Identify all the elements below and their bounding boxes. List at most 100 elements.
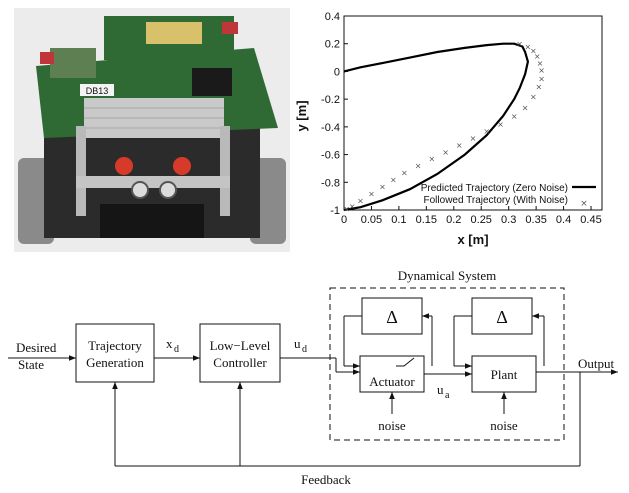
processor-chip xyxy=(192,68,232,96)
delta-block-plant xyxy=(471,297,533,335)
followed-trajectory-point: × xyxy=(401,169,408,178)
x-tick-label: 0.1 xyxy=(391,214,406,226)
followed-trajectory-point: × xyxy=(534,52,541,61)
delta-block-actuator xyxy=(361,297,423,335)
radio-module xyxy=(50,48,96,78)
followed-trajectory-point: × xyxy=(538,74,545,83)
lens-left xyxy=(131,181,149,199)
x-axis-label: x [m] xyxy=(457,232,488,247)
control-block-diagram: Desired State Trajectory Generation x d … xyxy=(8,268,618,487)
series-line-predicted xyxy=(343,42,530,212)
y-tick-label: -0.8 xyxy=(321,177,340,189)
frame-crossbar xyxy=(76,176,230,188)
ua-subscript: a xyxy=(445,390,450,401)
red-sensor-left xyxy=(115,157,133,175)
followed-trajectory-point: × xyxy=(530,47,537,56)
x-axis-ticks: 0 0.05 0.1 0.15 0.2 0.25 0.3 0.35 0.4 0.45 xyxy=(341,206,602,226)
followed-trajectory-point: × xyxy=(343,205,350,214)
followed-trajectory-point: × xyxy=(415,162,422,171)
followed-trajectory-point: × xyxy=(537,59,544,68)
legend-marker-followed: × xyxy=(580,199,588,209)
lens-right xyxy=(159,181,177,199)
legend-label-predicted: Predicted Trajectory (Zero Noise) xyxy=(421,183,568,194)
plot-area xyxy=(343,15,603,211)
xd-label: x xyxy=(166,336,173,351)
followed-trajectory-point: × xyxy=(470,134,477,143)
controller-label-1: Low−Level xyxy=(210,338,271,353)
followed-trajectory-point: × xyxy=(483,127,490,136)
frame-left-post xyxy=(76,126,86,216)
followed-trajectory-point: × xyxy=(379,182,386,191)
y-tick-label: -0.2 xyxy=(321,94,340,106)
legend-label-followed: Followed Trajectory (With Noise) xyxy=(424,195,568,206)
y-tick-label: 0 xyxy=(334,66,340,78)
delta-symbol-actuator: Δ xyxy=(386,307,398,327)
legend: Predicted Trajectory (Zero Noise) Follow… xyxy=(421,183,596,209)
x-tick-label: 0.35 xyxy=(525,214,546,226)
noise-label-plant: noise xyxy=(490,418,518,433)
followed-trajectory-point: × xyxy=(349,202,356,211)
x-tick-label: 0.3 xyxy=(501,214,516,226)
y-axis-ticks: 0.4 0.2 0 -0.2 -0.4 -0.6 -0.8 -1 xyxy=(321,11,348,217)
dynamical-system-label: Dynamical System xyxy=(398,268,497,283)
dynamical-system-boundary xyxy=(329,287,565,441)
saturation-icon xyxy=(396,357,415,367)
followed-trajectory-point: × xyxy=(497,120,504,129)
xd-subscript: d xyxy=(174,344,179,355)
followed-trajectory-point: × xyxy=(442,148,449,157)
followed-trajectory-point: × xyxy=(522,103,529,112)
x-tick-label: 0.2 xyxy=(446,214,461,226)
x-tick-label: 0.4 xyxy=(556,214,571,226)
trajectory-generation-label-2: Generation xyxy=(86,355,144,370)
plant-block xyxy=(471,355,537,393)
desired-state-label-2: State xyxy=(18,357,44,372)
y-axis-label: y [m] xyxy=(296,100,309,131)
plant-label: Plant xyxy=(491,367,518,382)
chip-module xyxy=(146,22,202,44)
battery-block xyxy=(100,204,204,238)
series-markers-followed: ××××××××××××××××××××××××× xyxy=(343,40,545,214)
x-tick-label: 0.45 xyxy=(580,214,601,226)
red-sensor-right xyxy=(173,157,191,175)
followed-trajectory-point: × xyxy=(516,40,523,49)
robot-photo: DB13 xyxy=(14,8,290,252)
followed-trajectory-point: × xyxy=(368,189,375,198)
trajectory-plot: 0 0.05 0.1 0.15 0.2 0.25 0.3 0.35 0.4 0.45 0.4 0.2… xyxy=(296,11,603,247)
ud-subscript: d xyxy=(302,344,307,355)
ud-label: u xyxy=(294,336,301,351)
followed-trajectory-point: × xyxy=(456,141,463,150)
followed-trajectory-point: × xyxy=(390,176,397,185)
y-tick-label: 0.2 xyxy=(325,39,340,51)
feedback-label: Feedback xyxy=(301,472,351,487)
connector-right xyxy=(222,22,238,34)
followed-trajectory-point: × xyxy=(428,155,435,164)
actuator-label: Actuator xyxy=(369,374,415,389)
followed-trajectory-point: × xyxy=(525,42,532,51)
x-tick-label: 0.25 xyxy=(471,214,492,226)
followed-trajectory-point: × xyxy=(511,112,518,121)
y-tick-label: 0.4 xyxy=(325,11,340,23)
low-level-controller-block xyxy=(199,323,281,383)
trajectory-generation-block xyxy=(75,323,155,383)
trajectory-generation-label-1: Trajectory xyxy=(88,338,142,353)
y-tick-label: -0.6 xyxy=(321,150,340,162)
ua-label: u xyxy=(437,382,444,397)
board-label: DB13 xyxy=(86,86,109,96)
board-label-plate xyxy=(80,84,114,96)
controller-label-2: Controller xyxy=(213,355,267,370)
followed-trajectory-point: × xyxy=(530,92,537,101)
actuator-block xyxy=(359,355,425,393)
x-tick-label: 0.15 xyxy=(416,214,437,226)
frame-right-post xyxy=(220,126,230,216)
desired-state-label-1: Desired xyxy=(16,340,57,355)
connector-left xyxy=(40,52,54,64)
output-label: Output xyxy=(578,356,615,371)
followed-trajectory-point: × xyxy=(538,66,545,75)
delta-symbol-plant: Δ xyxy=(496,307,508,327)
x-tick-label: 0.05 xyxy=(361,214,382,226)
y-tick-label: -0.4 xyxy=(321,122,340,134)
followed-trajectory-point: × xyxy=(536,83,543,92)
x-tick-label: 0 xyxy=(341,214,347,226)
followed-trajectory-point: × xyxy=(357,196,364,205)
y-tick-label: -1 xyxy=(330,205,340,217)
